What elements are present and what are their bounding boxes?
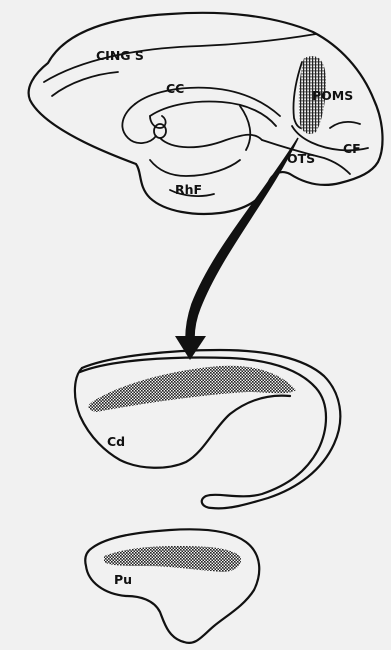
label-cf: CF	[343, 141, 361, 156]
lingual-curve	[330, 122, 360, 128]
label-cd: Cd	[107, 434, 125, 449]
label-rhf: RhF	[175, 182, 202, 197]
label-ots: OTS	[287, 151, 315, 166]
corpus-callosum-lower	[150, 102, 276, 126]
label-poms: POMS	[312, 88, 353, 103]
corpus-callosum-genu	[122, 104, 156, 143]
putamen-stipple	[104, 546, 241, 572]
cingulate-sulcus	[44, 34, 316, 82]
thalamic-curve	[160, 135, 262, 148]
projection-arrow-shaft	[186, 138, 298, 338]
label-cing-s: CING S	[96, 48, 144, 63]
caudate-stipple	[89, 366, 296, 412]
label-cc: CC	[166, 81, 184, 96]
rhinal-fissure	[150, 160, 240, 176]
splenium-curve	[240, 106, 250, 150]
brain-outline	[29, 13, 383, 214]
anterior-commissure	[154, 124, 166, 138]
cingulate-sulcus-branch	[52, 72, 118, 96]
label-pu: Pu	[114, 572, 132, 587]
